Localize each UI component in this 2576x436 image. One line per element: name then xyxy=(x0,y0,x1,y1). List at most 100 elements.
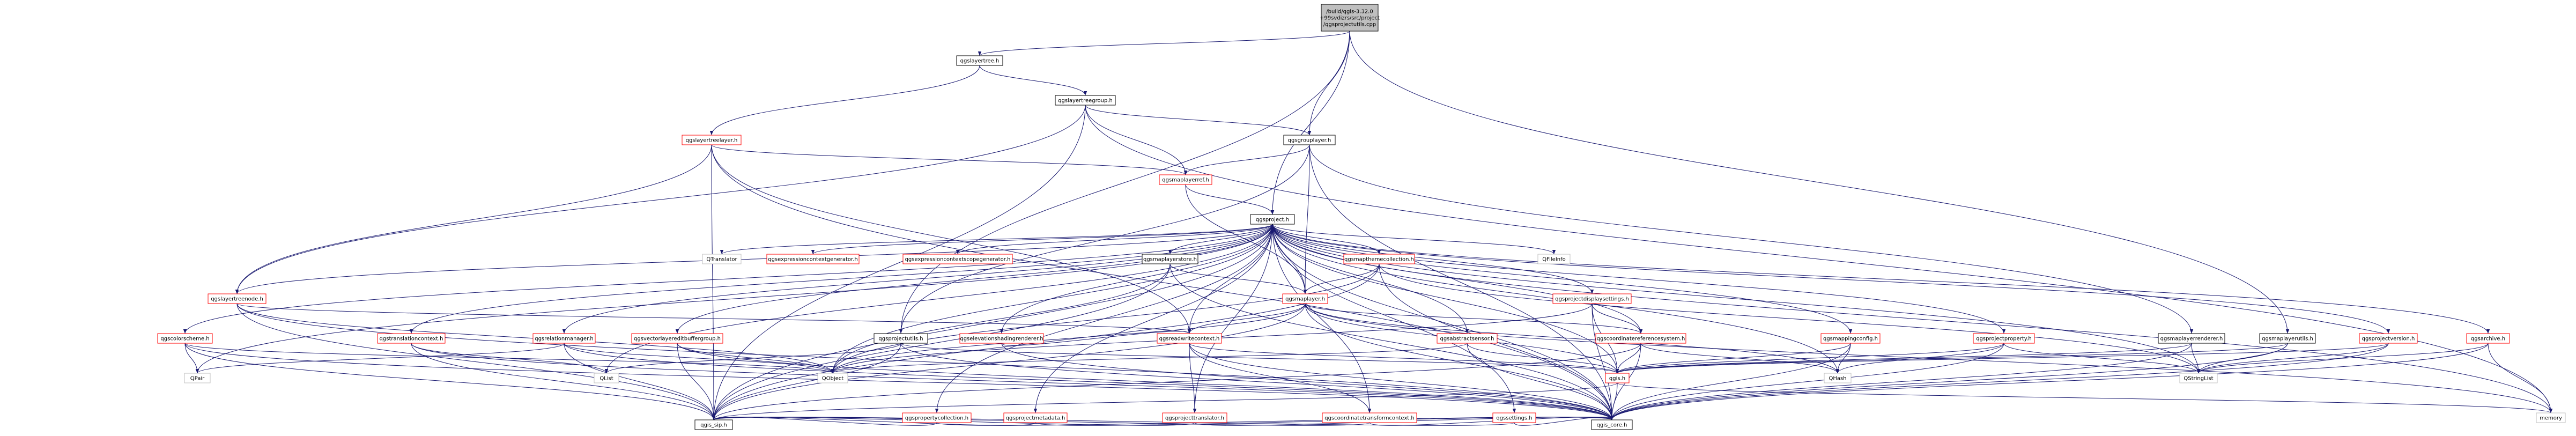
node-label: qgselevationshadingrenderer.h xyxy=(960,336,1043,342)
node-qgsprojecttranslator-h[interactable]: qgsprojecttranslator.h xyxy=(1162,412,1227,423)
edge-qgsmaplayerstore_h-to-qgis_core_h xyxy=(1169,263,1614,420)
node-box xyxy=(532,333,596,344)
node-box xyxy=(2259,333,2316,344)
node-box xyxy=(2158,333,2225,344)
node-label: qgsexpressioncontextgenerator.h xyxy=(768,257,858,263)
edge-qgstranslationcontext_h-to-qgis_sip_h xyxy=(411,343,716,420)
node-qgsprojectproperty-h[interactable]: qgsprojectproperty.h xyxy=(1973,333,2035,344)
node-box xyxy=(1824,373,1852,383)
node-qgsproject-h[interactable]: qgsproject.h xyxy=(1250,214,1295,225)
node-label: qgsgrouplayer.h xyxy=(1288,138,1331,144)
node-label: /qgsprojectutils.cpp xyxy=(1323,22,1376,28)
node-qgstranslationcontext-h[interactable]: qgstranslationcontext.h xyxy=(377,333,446,344)
node-qgslayertreelayer-h[interactable]: qgslayertreelayer.h xyxy=(682,135,742,145)
node-qgis-core-h[interactable]: qgis_core.h xyxy=(1591,419,1633,430)
node-qgsprojectutils-h[interactable]: qgsprojectutils.h xyxy=(874,333,928,344)
node-qgsmaplayer-h[interactable]: qgsmaplayer.h xyxy=(1282,293,1328,304)
node-QStringList[interactable]: QStringList xyxy=(2179,373,2218,383)
node-qgsmaplayerrenderer-h[interactable]: qgsmaplayerrenderer.h xyxy=(2158,333,2225,344)
node-qgsvectorlayereditbuffergroup-h[interactable]: qgsvectorlayereditbuffergroup.h xyxy=(631,333,723,344)
node-qgsmaplayerstore-h[interactable]: qgsmaplayerstore.h xyxy=(1142,254,1198,264)
node-box xyxy=(1157,333,1222,344)
node-qgsmaplayerref-h[interactable]: qgsmaplayerref.h xyxy=(1159,174,1212,185)
edge-root-to-qgsproject_h xyxy=(1270,31,1350,215)
edge-qgslayertree_h-to-qgslayertreegroup_h xyxy=(979,65,1087,96)
edge-qgslayertreegroup_h-to-qgsmaplayerref_h xyxy=(1085,105,1188,175)
node-memory[interactable]: memory xyxy=(2536,412,2566,423)
edge-qgselevationshadingrenderer_h-to-qgis_core_h xyxy=(1001,343,1614,420)
edge-qgsgrouplayer_h-to-qgsmaplayerrenderer_h xyxy=(1309,144,2194,334)
node-qgsarchive-h[interactable]: qgsarchive.h xyxy=(2466,333,2510,344)
node-label: QFileInfo xyxy=(1542,257,1566,263)
node-box xyxy=(2359,333,2418,344)
edge-qgscoordinatereferencesystem_h-to-qgis_sip_h xyxy=(712,343,1641,420)
node-qgselevationshadingrenderer-h[interactable]: qgselevationshadingrenderer.h xyxy=(959,333,1044,344)
edge-root-to-qgslayertree_h xyxy=(978,31,1350,56)
node-qgscolorscheme-h[interactable]: qgscolorscheme.h xyxy=(157,333,213,344)
node-qgscoordinatereferencesystem-h[interactable]: qgscoordinatereferencesystem.h xyxy=(1595,333,1686,344)
node-QList[interactable]: QList xyxy=(594,373,619,383)
edge-qgsproject_h-to-QList xyxy=(604,224,1273,374)
node-qgsabstractsensor-h[interactable]: qgsabstractsensor.h xyxy=(1437,333,1498,344)
edge-qgsmaplayerutils_h-to-qgis_core_h xyxy=(1610,343,2288,420)
node-label: /build/qgis-3.32.0 xyxy=(1326,9,1373,15)
node-qgsreadwritecontext-h[interactable]: qgsreadwritecontext.h xyxy=(1157,333,1222,344)
edge-qgslayertree_h-to-qgslayertreelayer_h xyxy=(709,65,980,136)
node-qgsprojectversion-h[interactable]: qgsprojectversion.h xyxy=(2359,333,2418,344)
node-label: qgscoordinatetransformcontext.h xyxy=(1324,416,1414,422)
node-label: qgsmappingconfig.h xyxy=(1823,336,1878,342)
node-qgsmappingconfig-h[interactable]: qgsmappingconfig.h xyxy=(1820,333,1881,344)
node-box xyxy=(1142,254,1198,264)
node-qgslayertreenode-h[interactable]: qgslayertreenode.h xyxy=(208,293,267,304)
node-qgsmapthemecollection-h[interactable]: qgsmapthemecollection.h xyxy=(1343,254,1415,264)
edge-root-to-qgsgrouplayer_h xyxy=(1307,31,1350,136)
edge-qgssettings_h-to-qgis_core_h xyxy=(1514,415,1614,426)
edge-qgslayertreegroup_h-to-qgsgrouplayer_h xyxy=(1085,105,1312,136)
node-label: QObject xyxy=(822,376,844,382)
node-qgsgrouplayer-h[interactable]: qgsgrouplayer.h xyxy=(1283,135,1336,145)
edge-qgsproject_h-to-qgscolorscheme_h xyxy=(183,224,1273,334)
node-box xyxy=(631,333,723,344)
node-label: qgsprojectproperty.h xyxy=(1976,336,2032,342)
node-label: qgsmaplayerrenderer.h xyxy=(2160,336,2223,342)
node-QHash[interactable]: QHash xyxy=(1824,373,1852,383)
node-box xyxy=(817,373,848,383)
node-qgsprojectdisplaysettings-h[interactable]: qgsprojectdisplaysettings.h xyxy=(1552,293,1632,304)
node-box xyxy=(902,254,1013,264)
node-label: qgssettings.h xyxy=(1496,416,1532,422)
node-label: qgis_sip.h xyxy=(700,423,727,428)
node-qgslayertreegroup-h[interactable]: qgslayertreegroup.h xyxy=(1055,95,1116,106)
edge-qgslayertreenode_h-to-qgsreadwritecontext_h xyxy=(236,303,1191,334)
node-box xyxy=(1159,174,1212,185)
edge-qgsproject_h-to-qgsreadwritecontext_h xyxy=(1187,224,1273,334)
node-box xyxy=(702,254,742,264)
edge-qgsprojectutils_h-to-QList xyxy=(604,343,901,374)
node-label: qgsrelationmanager.h xyxy=(535,336,594,342)
node-qgsexpressioncontextscopegenerator-h[interactable]: qgsexpressioncontextscopegenerator.h xyxy=(902,254,1013,264)
node-qgssettings-h[interactable]: qgssettings.h xyxy=(1492,412,1536,423)
edge-qgsabstractsensor_h-to-qgis_core_h xyxy=(1467,343,1614,420)
edge-qgslayertreegroup_h-to-qgslayertreenode_h xyxy=(235,105,1086,294)
node-label: qgsabstractsensor.h xyxy=(1440,336,1494,342)
node-box xyxy=(1250,214,1295,225)
edge-qgsreadwritecontext_h-to-qgis_core_h xyxy=(1189,343,1614,420)
node-QObject[interactable]: QObject xyxy=(817,373,848,383)
node-qgsrelationmanager-h[interactable]: qgsrelationmanager.h xyxy=(532,333,596,344)
node-QFileInfo[interactable]: QFileInfo xyxy=(1537,254,1571,264)
edge-qgsprojectproperty_h-to-qgis_h xyxy=(1616,343,2004,374)
edge-qgsgrouplayer_h-to-qgsmaplayer_h xyxy=(1303,144,1310,294)
edge-qgsgrouplayer_h-to-qgsprojectutils_h xyxy=(899,144,1310,334)
node-qgslayertree-h[interactable]: qgslayertree.h xyxy=(956,55,1003,66)
node-QPair[interactable]: QPair xyxy=(184,373,211,383)
node-qgsexpressioncontextgenerator-h[interactable]: qgsexpressioncontextgenerator.h xyxy=(766,254,860,264)
node-qgspropertycollection-h[interactable]: qgspropertycollection.h xyxy=(902,412,972,423)
edge-qgsmaplayerref_h-to-qgsproject_h xyxy=(1185,184,1275,215)
edge-qgis_h-to-qgis_core_h xyxy=(1610,382,1618,420)
node-label: qgis_core.h xyxy=(1597,423,1627,428)
node-qgscoordinatetransformcontext-h[interactable]: qgscoordinatetransformcontext.h xyxy=(1322,412,1417,423)
node-qgsprojectmetadata-h[interactable]: qgsprojectmetadata.h xyxy=(1003,412,1068,423)
node-QTranslator[interactable]: QTranslator xyxy=(702,254,742,264)
node-qgis-h[interactable]: qgis.h xyxy=(1605,373,1630,383)
node-qgsmaplayerutils-h[interactable]: qgsmaplayerutils.h xyxy=(2259,333,2316,344)
node-qgis-sip-h[interactable]: qgis_sip.h xyxy=(694,419,733,430)
